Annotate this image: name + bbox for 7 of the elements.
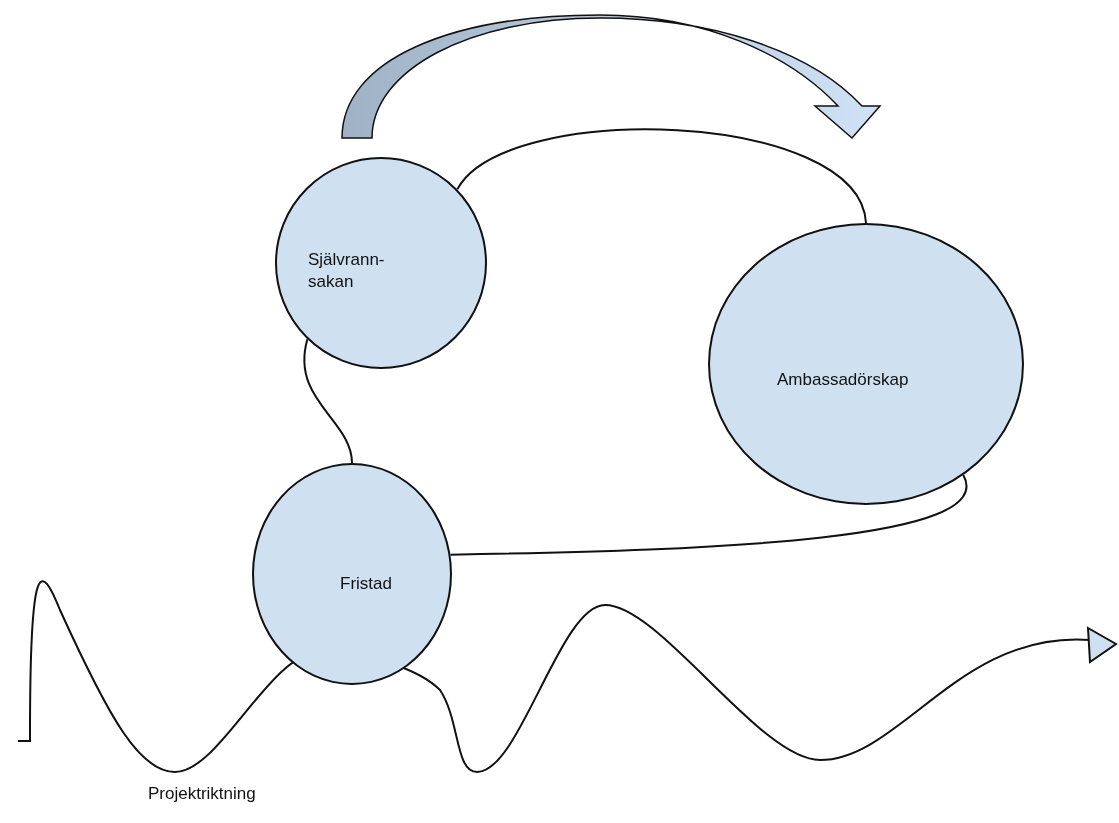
- connector-line: [449, 474, 968, 556]
- node-label: Fristad: [340, 573, 392, 595]
- connector-line: [303, 338, 353, 464]
- node-label: Ambassadörskap: [777, 369, 909, 391]
- axis-caption: Projektriktning: [148, 784, 256, 804]
- connector-line: [456, 128, 867, 224]
- node-label: Självrann-sakan: [308, 249, 386, 293]
